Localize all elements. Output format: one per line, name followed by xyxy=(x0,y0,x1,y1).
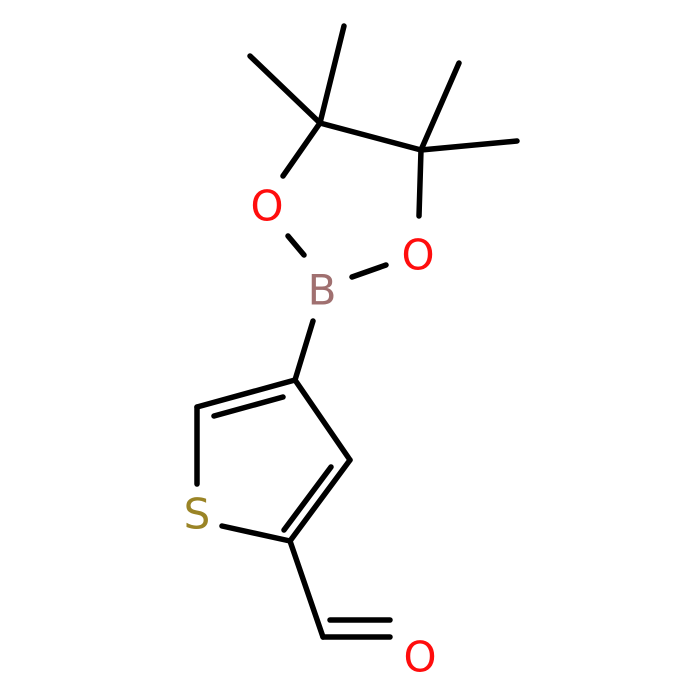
atom-o2-label: O xyxy=(401,231,434,280)
bond-methyl-2 xyxy=(317,23,347,126)
bond-methyl-3 xyxy=(418,60,462,153)
atom-o1-label: O xyxy=(250,182,283,231)
bond-c-o1 xyxy=(280,120,323,179)
bond-methyl-1 xyxy=(247,53,323,126)
bond-c-c-ring xyxy=(317,120,424,153)
bond-o2-b xyxy=(349,262,389,280)
bond-c4-c3 xyxy=(292,377,353,463)
bond-c3-c2 xyxy=(287,457,353,544)
bond-c3-c2-inner xyxy=(281,464,334,533)
bond-c2-cho xyxy=(287,538,326,640)
bond-methyl-4 xyxy=(418,138,520,153)
bond-c-o2 xyxy=(416,147,424,219)
bond-b-c4 xyxy=(292,318,316,383)
bond-c4-c5-inner xyxy=(211,394,286,419)
atom-s-label: S xyxy=(184,490,211,539)
bond-c4-c5 xyxy=(194,377,298,410)
atom-o3-label: O xyxy=(403,633,436,682)
atom-b-label: B xyxy=(308,266,337,315)
bond-s-c2 xyxy=(219,523,293,544)
bond-o1-b xyxy=(285,233,307,258)
